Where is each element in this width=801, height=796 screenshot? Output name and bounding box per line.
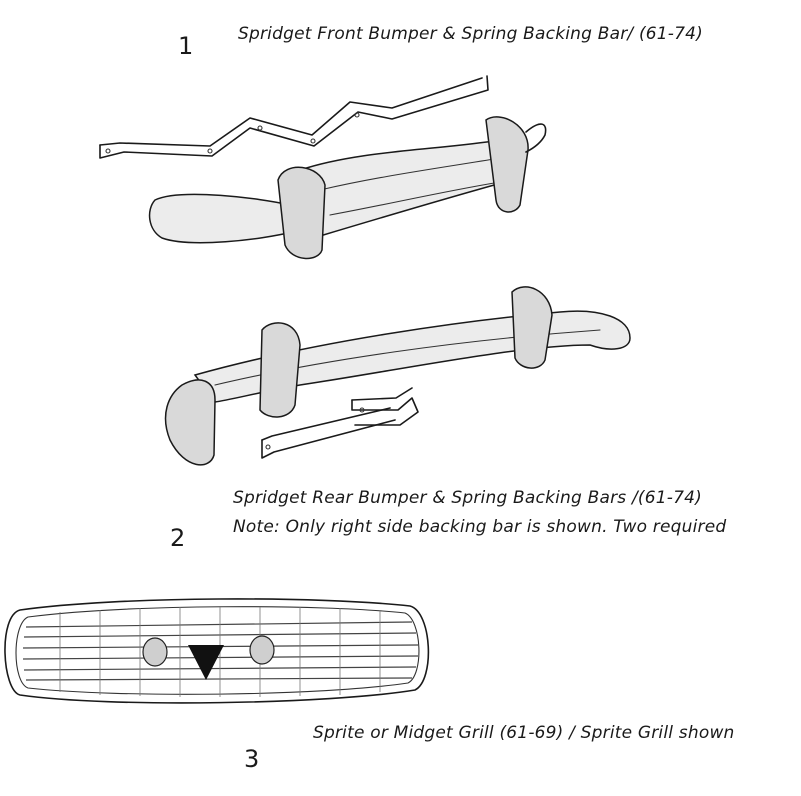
sprite-grill: [4, 598, 430, 704]
item-2-caption: Spridget Rear Bumper & Spring Backing Ba…: [233, 488, 702, 508]
front-backing-bar: [99, 75, 489, 159]
front-bumper-bar: [148, 116, 547, 260]
grill-emblem-right: [249, 635, 275, 665]
item-2-note: Note: Only right side backing bar is sho…: [233, 517, 727, 537]
grill-emblem-left: [142, 637, 168, 667]
grill-badge-triangle: [188, 645, 224, 680]
rear-backing-bar: [261, 387, 419, 459]
item-3-caption: Sprite or Midget Grill (61-69) / Sprite …: [313, 723, 735, 743]
item-1-caption: Spridget Front Bumper & Spring Backing B…: [238, 24, 704, 44]
rear-bumper-bar: [164, 286, 631, 466]
item-1-number: 1: [178, 32, 194, 60]
item-2-number: 2: [170, 524, 186, 552]
item-3-number: 3: [244, 745, 260, 773]
